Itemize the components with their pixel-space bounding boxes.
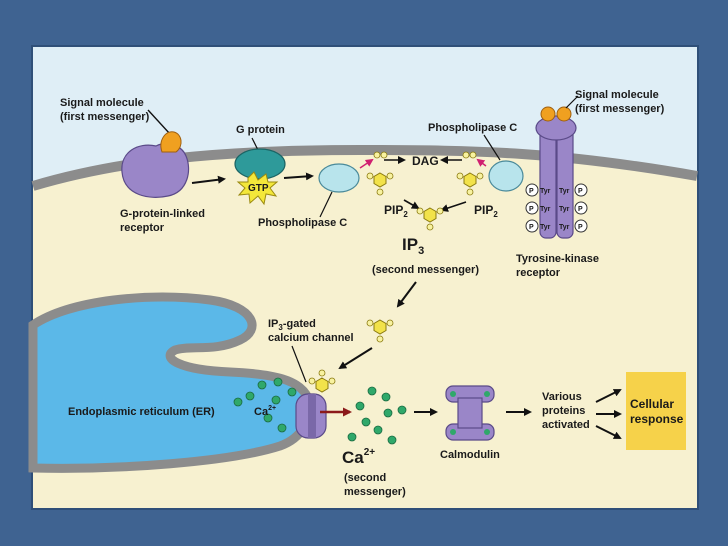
calcium-ions-cytosol: [347, 386, 407, 445]
arrow-gprotein-to-plc: [283, 172, 314, 181]
arrow-plc-to-dag-right: [476, 158, 487, 167]
tyrosine-kinase-receptor-label: Tyrosine-kinase receptor: [516, 253, 602, 279]
ip3-gated-calcium-channel: [295, 393, 327, 439]
arrow-ip3-down: [396, 281, 417, 308]
tyrosine-kinase-receptor: P Tyr Tyr P P Tyr Tyr P P Tyr Tyr P: [525, 106, 588, 239]
arrow-response-3: [595, 425, 622, 439]
signal-molecule-left: [160, 131, 182, 153]
calmodulin: [445, 385, 495, 441]
pip2-left-label: PIP2: [384, 203, 408, 219]
arrow-receptor-to-gprotein: [191, 175, 226, 184]
gtp-label: GTP: [248, 183, 269, 194]
ip3-label: IP3: [402, 235, 424, 257]
g-protein: GTP: [234, 148, 286, 206]
er-label: Endoplasmic reticulum (ER): [68, 406, 215, 418]
tyr-l3: Tyr: [540, 224, 551, 231]
tyr-r2: Tyr: [559, 206, 570, 213]
pip2-right-label: PIP2: [474, 203, 498, 219]
tyr-r1: Tyr: [559, 188, 570, 195]
g-protein-label: G protein: [236, 124, 285, 136]
gtp-burst: [236, 171, 279, 206]
ca-label-er: Ca2+: [254, 405, 276, 418]
arrow-plc-to-dag-left: [359, 158, 374, 169]
signal-molecule-right-pointer: [565, 95, 579, 109]
ca-second-messenger-caption: (second messenger): [344, 472, 406, 498]
signal-molecule-right-label: Signal molecule (first messenger): [575, 89, 665, 115]
phosphate-r1: P: [578, 188, 583, 195]
phosphate-r3: P: [578, 224, 583, 231]
calmodulin-label: Calmodulin: [440, 449, 500, 461]
phosphate-l2: P: [529, 206, 534, 213]
dag-label: DAG: [412, 154, 439, 168]
cellular-response-label: Cellular response: [630, 397, 684, 426]
ca-second-messenger-label: Ca2+: [342, 447, 375, 467]
tyr-r3: Tyr: [559, 224, 570, 231]
phosphate-l3: P: [529, 224, 534, 231]
phospholipase-c-right-pointer: [483, 134, 501, 161]
phospholipase-c-left-label: Phospholipase C: [258, 217, 347, 229]
tyr-l1: Tyr: [540, 188, 551, 195]
cellular-response-box: [626, 372, 686, 450]
plasma-membrane: [31, 144, 698, 191]
channel-pointer: [291, 345, 307, 383]
ip3-gated-channel-label: IP3-gated calcium channel: [268, 318, 354, 344]
g-protein-linked-receptor: [121, 131, 190, 198]
arrow-response-1: [595, 389, 622, 403]
g-protein-linked-receptor-label: G-protein-linked receptor: [120, 208, 208, 234]
phospholipase-c-right-label: Phospholipase C: [428, 122, 517, 134]
signal-molecule-right-a: [540, 106, 556, 122]
calcium-ions-er: [233, 377, 297, 433]
phosphate-l1: P: [529, 188, 534, 195]
arrow-pip2-to-ip3-right: [440, 201, 467, 212]
phospholipase-c-left-pointer: [319, 191, 333, 218]
signal-molecule-left-pointer: [147, 109, 171, 135]
ip3-second-messenger-label: (second messenger): [372, 264, 479, 276]
phospholipase-c-left: [318, 163, 360, 193]
phospholipase-c-right: [488, 160, 524, 192]
arrow-ip3-to-channel: [338, 347, 373, 370]
various-proteins-label: Various proteins activated: [542, 391, 590, 431]
phosphate-r2: P: [578, 206, 583, 213]
signal-molecule-right-b: [556, 106, 572, 122]
signal-molecule-left-label: Signal molecule (first messenger): [60, 97, 150, 123]
tyr-l2: Tyr: [540, 206, 551, 213]
endoplasmic-reticulum: [28, 292, 314, 473]
arrow-pip2-to-ip3-left: [403, 199, 420, 209]
g-protein-pointer: [251, 137, 259, 151]
